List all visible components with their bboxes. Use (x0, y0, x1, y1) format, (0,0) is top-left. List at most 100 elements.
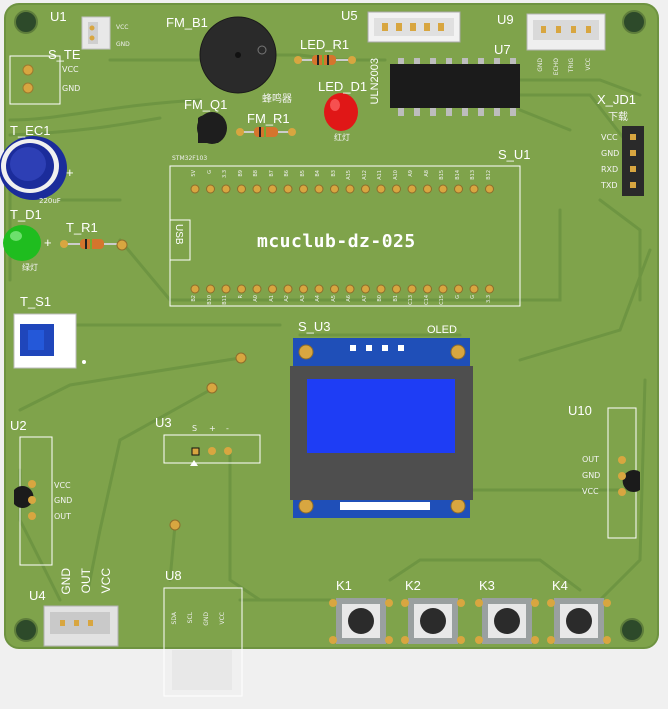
mcu-pin-label: G (470, 295, 476, 299)
mcu-pin-pad (392, 284, 401, 294)
mcu-pin-pad (314, 184, 324, 194)
u2-sensor (14, 436, 53, 566)
label-fm-q1: FM_Q1 (184, 97, 228, 112)
mcu-pin-rows (190, 184, 494, 294)
mcu-pin-label: A10 (392, 170, 399, 180)
capacitor (0, 136, 67, 200)
mcu-pin-pad (438, 184, 448, 194)
mcu-pin-label: A7 (361, 295, 368, 302)
mcu-pin-pad (221, 184, 231, 194)
mcu-pin-pad (407, 284, 417, 294)
mcu-pin-pad (206, 284, 215, 294)
mcu-pin-pad (376, 184, 386, 194)
mcu-pin-label: B5 (299, 170, 306, 177)
mcu-pin-label: 3.3 (222, 170, 228, 178)
mcu-pin-label: A8 (423, 170, 430, 177)
label-cap-plus: + (66, 165, 74, 180)
label-t-d1: T_D1 (10, 207, 42, 222)
mcu-pin-pad (423, 184, 432, 194)
label-led-d1: LED_D1 (318, 79, 368, 94)
mcu-pin-label: B0 (377, 295, 383, 302)
mcu-pin-label: A15 (346, 170, 352, 180)
pcb-board (4, 3, 659, 649)
label-oled: OLED (427, 324, 457, 336)
led-red (324, 93, 358, 131)
mcu-pin-pad (361, 184, 370, 194)
mcu-pin-label: 3.3 (485, 295, 492, 303)
mcu-pin-label: C14 (423, 295, 430, 305)
mcu-pin-label: B3 (330, 170, 337, 177)
mcu-pin-label: A11 (377, 170, 383, 180)
label-k4: K4 (552, 578, 568, 593)
mcu-pin-label: A2 (284, 295, 290, 302)
mcu-pin-label: C13 (408, 295, 414, 305)
u9-pin-vcc: VCC (585, 58, 592, 71)
u9-pin-gnd: GND (537, 58, 544, 72)
label-module-model: STM32F103 (172, 155, 208, 162)
label-t-r1: T_R1 (66, 220, 98, 235)
mcu-pin-pad (268, 184, 277, 194)
mcu-pin-pad (469, 284, 479, 294)
label-k1: K1 (336, 578, 352, 593)
mcu-pin-pad (190, 284, 200, 294)
mcu-pin-label: G (454, 295, 461, 299)
label-s-u1: S_U1 (498, 147, 531, 162)
mcu-pin-label: B12 (485, 170, 492, 180)
mcu-pin-pad (268, 284, 277, 294)
mcu-pin-label: 5V (191, 170, 197, 177)
oled-module (290, 338, 473, 518)
push-buttons (329, 598, 611, 644)
mcu-pin-pad (345, 184, 355, 194)
mcu-pin-label: G (206, 170, 213, 174)
resistors (60, 55, 356, 249)
xjd-vcc: VCC (601, 133, 618, 142)
label-buzzer-cn: 蜂鸣器 (262, 94, 292, 105)
mcu-pin-pad (252, 184, 262, 194)
mcu-pin-pad (190, 184, 200, 194)
mcu-pin-label: B13 (470, 170, 476, 180)
mcu-module (169, 165, 521, 307)
mcu-pin-pad (485, 284, 494, 294)
fm-q1-transistor (197, 112, 227, 144)
u10-gnd: GND (582, 471, 601, 480)
vias (116, 239, 247, 531)
label-led-plus: + (44, 235, 52, 250)
mcu-pin-label: B7 (268, 170, 275, 177)
mcu-pin-label: C15 (439, 295, 445, 305)
xjd1-header (622, 126, 644, 196)
u2-out: OUT (54, 512, 72, 521)
mcu-pin-label: A9 (408, 170, 414, 177)
xjd-rxd: RXD (601, 165, 619, 174)
label-t-s1: T_S1 (20, 294, 52, 309)
mcu-pin-pad (283, 184, 293, 194)
mcu-pin-pad (299, 284, 308, 294)
label-s-u3: S_U3 (298, 319, 331, 334)
mcu-pin-pad (407, 184, 417, 194)
label-u4-vcc: VCC (99, 568, 113, 594)
u9-connector (526, 13, 606, 51)
label-s-te: S_TE (48, 47, 81, 62)
u9-pin-echo: ECHO (553, 58, 560, 76)
mcu-pin-label: B8 (253, 170, 259, 177)
mcu-pin-label: B11 (222, 295, 228, 305)
label-fm-r1: FM_R1 (247, 111, 290, 126)
mcu-pin-pad (221, 284, 231, 294)
mcu-pin-pad (330, 284, 339, 294)
u9-pin-trig: TRIG (568, 58, 575, 73)
mcu-pin-pad (237, 184, 246, 194)
label-u4-gnd: GND (59, 568, 73, 595)
u8-vcc: VCC (219, 612, 226, 625)
buzzer (199, 16, 277, 94)
u4-connector (43, 605, 119, 647)
mcu-pin-label: A6 (346, 295, 352, 302)
label-fm-b1: FM_B1 (166, 15, 208, 30)
mcu-pin-label: B15 (439, 170, 445, 180)
u10-vcc: VCC (582, 487, 599, 496)
mcu-pin-pad (314, 284, 324, 294)
mcu-pin-pad (283, 284, 293, 294)
mcu-pin-pad (345, 284, 355, 294)
mcu-pin-label: B2 (191, 295, 197, 302)
mcu-pin-pad (330, 184, 339, 194)
label-led-r1: LED_R1 (300, 37, 350, 52)
